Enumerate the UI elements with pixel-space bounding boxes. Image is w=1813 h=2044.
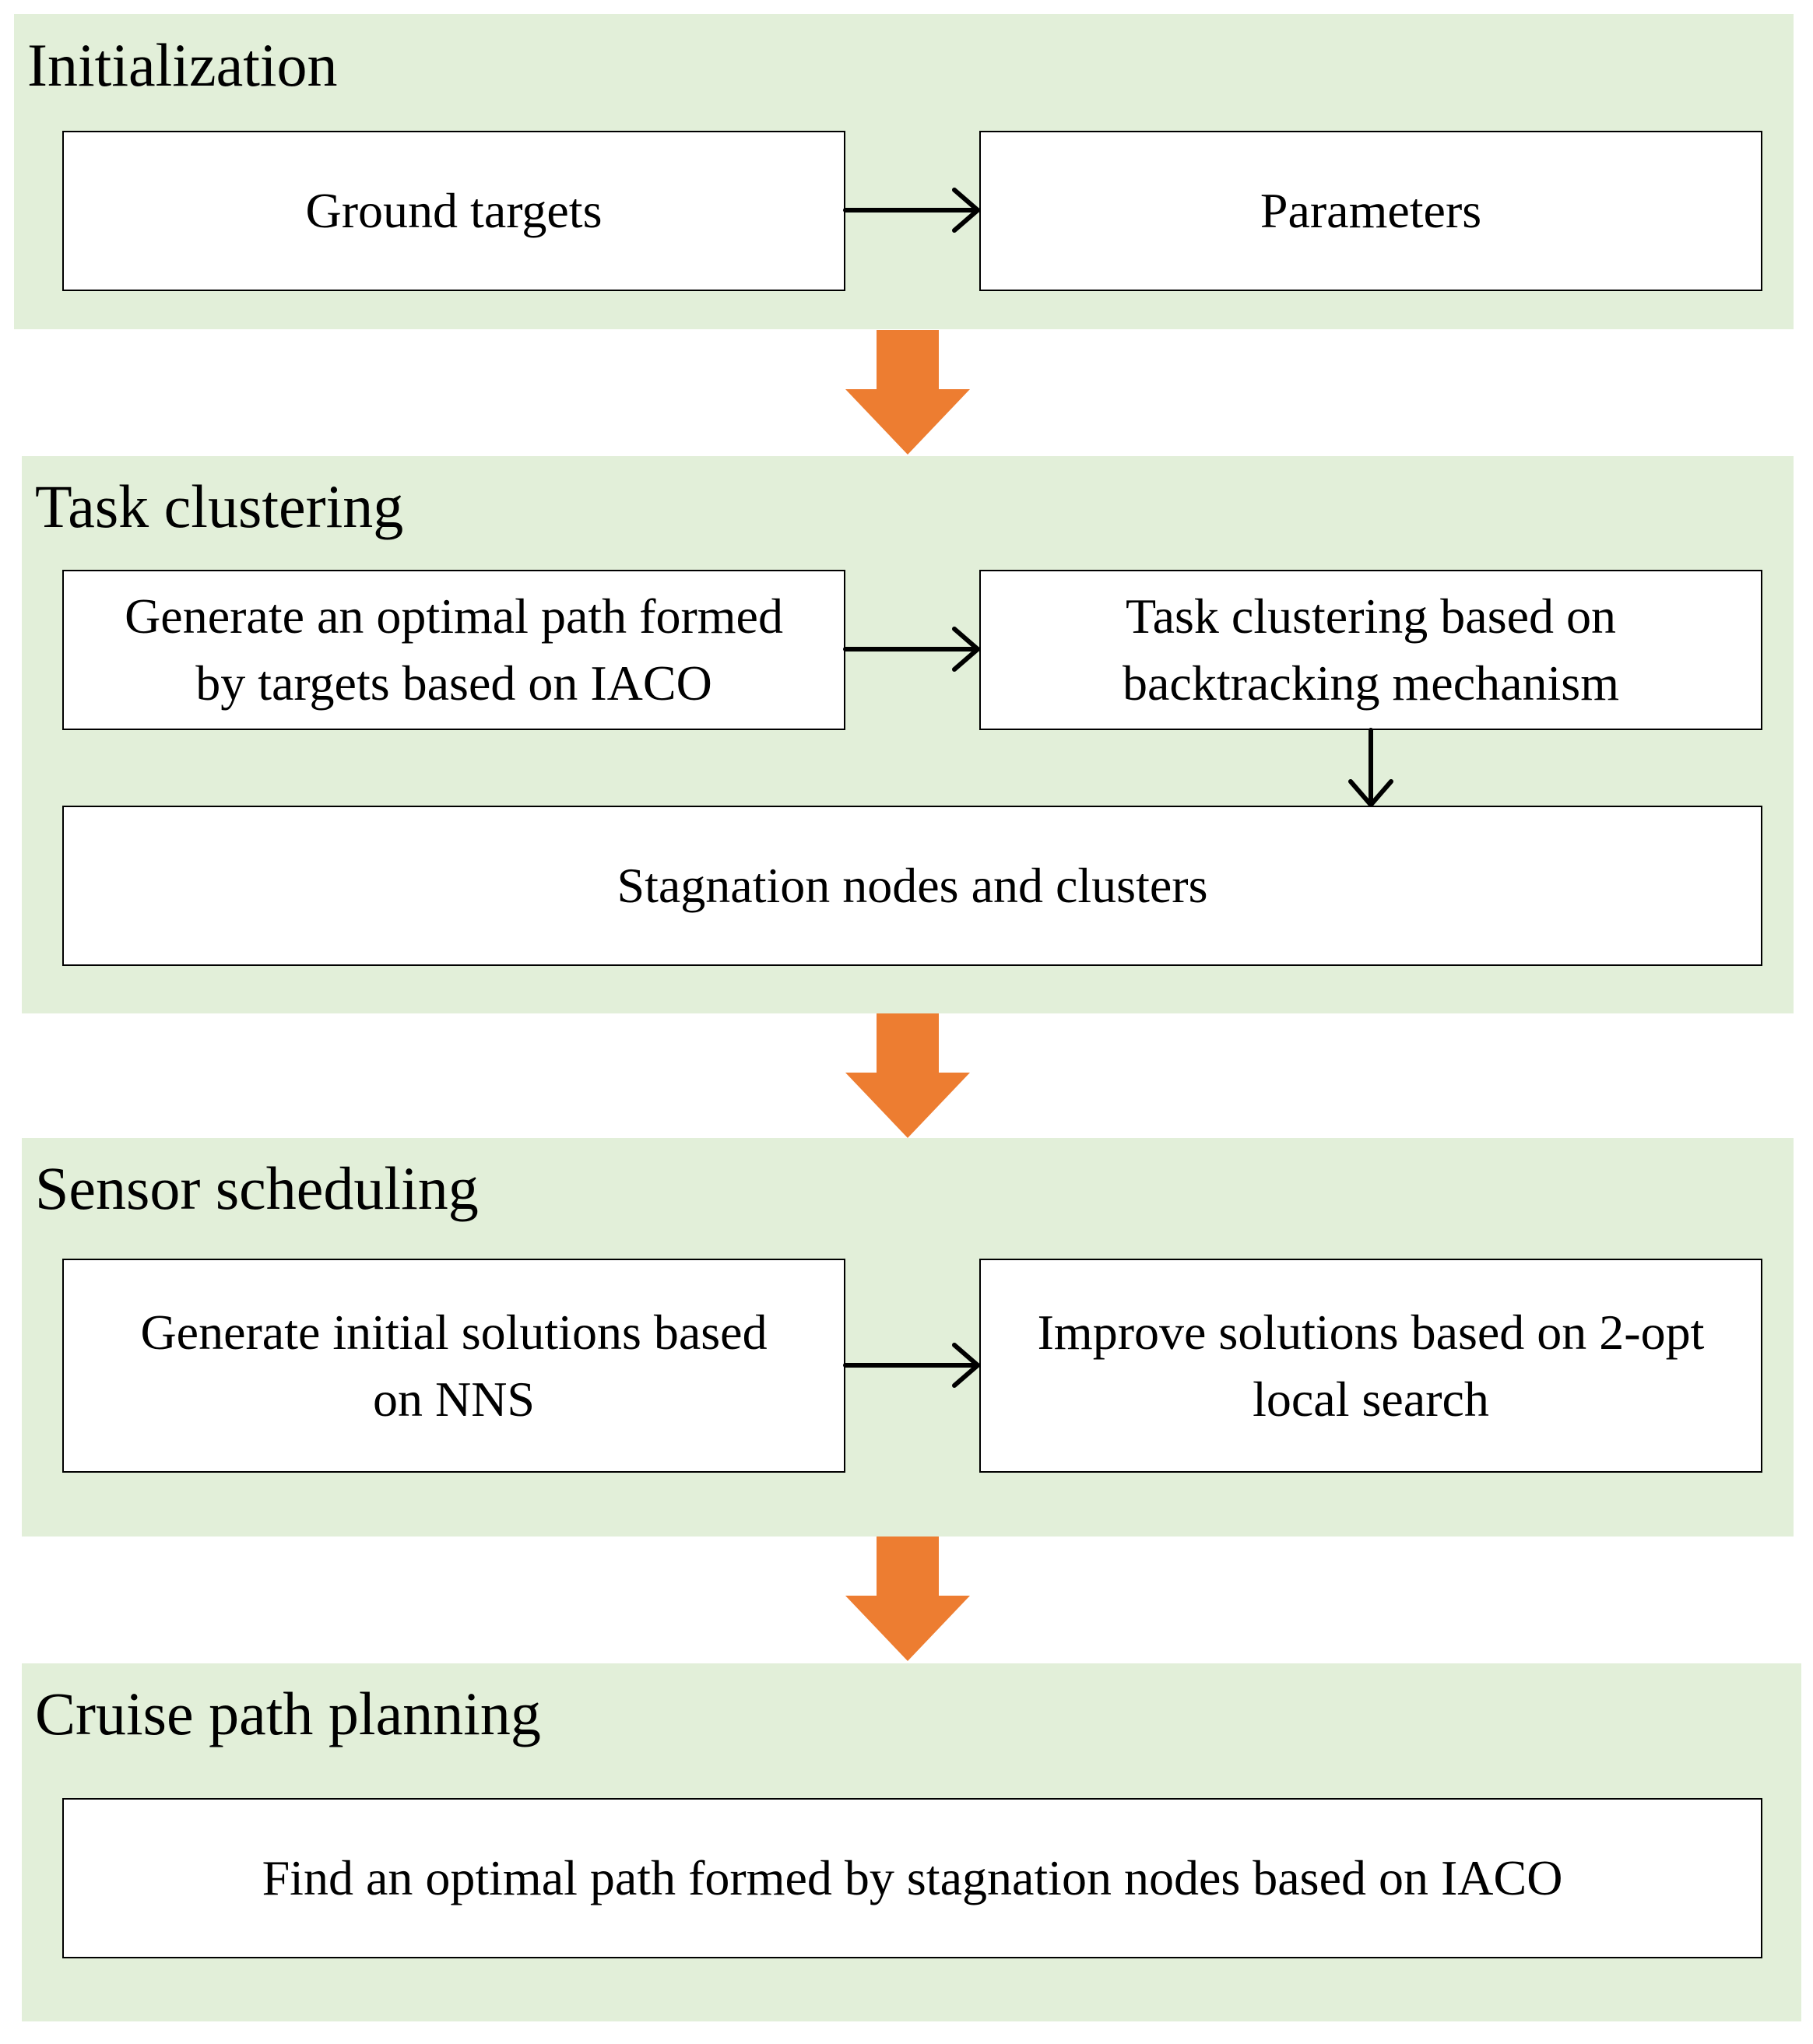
backtracking-clustering-line-2: backtracking mechanism bbox=[1123, 655, 1619, 711]
stage-arrow-1 bbox=[845, 330, 970, 455]
nns-initial-solutions-box: Generate initial solutions based on NNS bbox=[62, 1259, 845, 1473]
parameters-label: Parameters bbox=[1260, 183, 1482, 239]
arrow-nns-to-two-opt bbox=[843, 1343, 980, 1388]
nns-initial-solutions-line-1: Generate initial solutions based bbox=[140, 1304, 768, 1360]
two-opt-improve-line-2: local search bbox=[1253, 1371, 1489, 1427]
iaco-target-path-line-2: by targets based on IACO bbox=[195, 655, 712, 711]
nns-initial-solutions-line-2: on NNS bbox=[372, 1371, 536, 1427]
arrow-iaco-to-backtracking bbox=[843, 627, 980, 672]
stage-arrow-3 bbox=[845, 1537, 970, 1661]
parameters-box: Parameters bbox=[979, 131, 1762, 291]
arrow-backtracking-to-stagnation bbox=[1348, 728, 1393, 807]
stage-title-task-clustering: Task clustering bbox=[35, 472, 404, 540]
iaco-target-path-line-1: Generate an optimal path formed bbox=[125, 588, 783, 644]
backtracking-clustering-line-1: Task clustering based on bbox=[1125, 588, 1617, 644]
ground-targets-label: Ground targets bbox=[305, 183, 603, 239]
iaco-target-path-box: Generate an optimal path formed by targe… bbox=[62, 570, 845, 730]
stage-arrow-2 bbox=[845, 1013, 970, 1138]
iaco-stagnation-path-label: Find an optimal path formed by stagnatio… bbox=[262, 1850, 1563, 1906]
two-opt-improve-line-1: Improve solutions based on 2-opt bbox=[1037, 1304, 1705, 1360]
backtracking-clustering-box: Task clustering based on backtracking me… bbox=[979, 570, 1762, 730]
stagnation-nodes-box: Stagnation nodes and clusters bbox=[62, 806, 1762, 966]
stage-title-cruise-path-planning: Cruise path planning bbox=[35, 1680, 541, 1747]
stage-title-initialization: Initialization bbox=[27, 31, 338, 99]
stagnation-nodes-label: Stagnation nodes and clusters bbox=[617, 858, 1208, 914]
stage-title-sensor-scheduling: Sensor scheduling bbox=[35, 1154, 479, 1222]
arrow-ground-to-parameters bbox=[843, 188, 980, 233]
two-opt-improve-box: Improve solutions based on 2-opt local s… bbox=[979, 1259, 1762, 1473]
ground-targets-box: Ground targets bbox=[62, 131, 845, 291]
iaco-stagnation-path-box: Find an optimal path formed by stagnatio… bbox=[62, 1798, 1762, 1958]
